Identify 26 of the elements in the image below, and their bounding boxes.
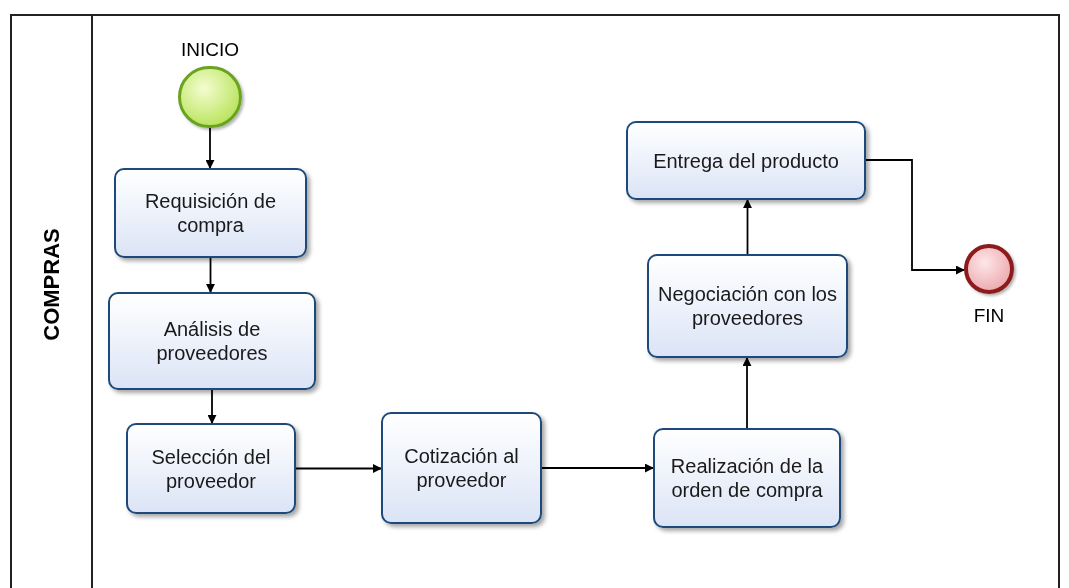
arrow (206, 257, 215, 293)
process-box (647, 254, 848, 358)
event-label: FIN (973, 306, 1005, 325)
arrow (743, 199, 752, 255)
process-box (126, 423, 296, 514)
process-label: Selección del proveedor (150, 444, 272, 493)
process-label: Negociación con los proveedores (657, 282, 838, 330)
process-label: Realización de la orden de compra (669, 454, 825, 502)
arrow (742, 357, 752, 429)
process-box (626, 121, 866, 200)
process-label: Cotización al proveedor (403, 444, 520, 492)
arrow (865, 159, 965, 275)
process-label: Análisis de proveedores (155, 317, 269, 365)
process-box (653, 428, 841, 528)
lane-title: COMPRAS (38, 227, 65, 341)
arrow (295, 464, 382, 473)
arrow (205, 127, 215, 169)
pool-lane (10, 14, 1060, 588)
arrow (207, 389, 217, 424)
event-label: INICIO (180, 40, 240, 59)
process-box (114, 168, 307, 258)
arrow (541, 463, 654, 473)
process-box (108, 292, 316, 390)
process-label: Entrega del producto (653, 148, 839, 173)
process-box (381, 412, 542, 524)
process-label: Requisición de compra (143, 189, 278, 237)
